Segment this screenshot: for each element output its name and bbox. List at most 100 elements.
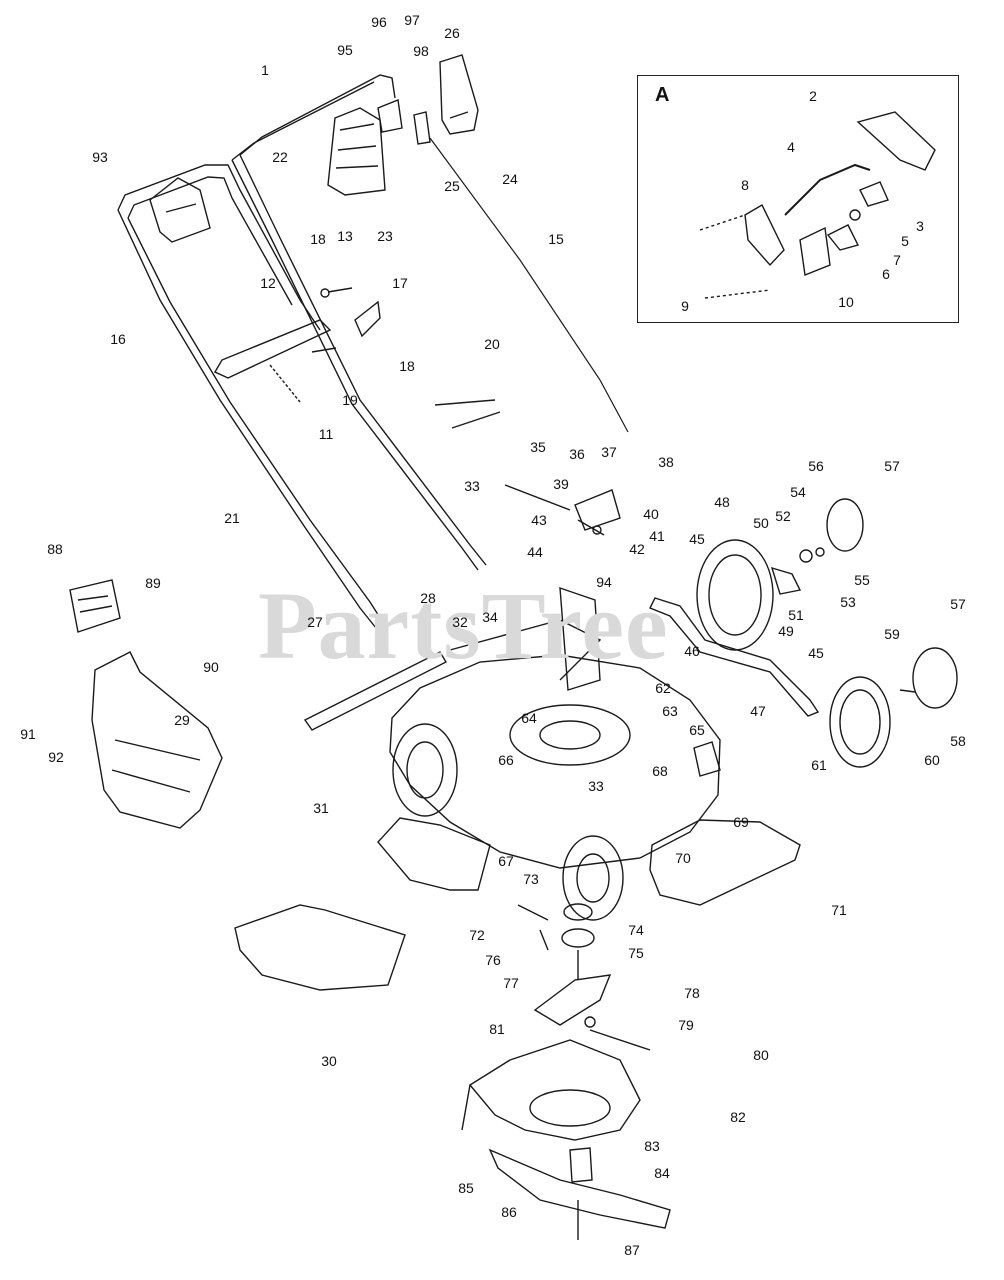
part-label-82: 82	[730, 1109, 746, 1125]
part-label-83: 83	[644, 1138, 660, 1154]
part-label-91: 91	[20, 726, 36, 742]
part-label-85: 85	[458, 1180, 474, 1196]
part-label-4: 4	[787, 139, 795, 155]
part-label-1: 1	[261, 62, 269, 78]
part-label-80: 80	[753, 1047, 769, 1063]
part-label-43: 43	[531, 512, 547, 528]
rear-wheel-left	[392, 723, 458, 817]
part-label-40: 40	[643, 506, 659, 522]
engine-parts	[517, 903, 612, 1028]
part-label-60: 60	[924, 752, 940, 768]
side-skirt	[649, 819, 801, 906]
blade-baffle	[461, 1039, 641, 1141]
part-label-8: 8	[741, 177, 749, 193]
hub-bolt	[899, 689, 916, 693]
part-label-33a: 33	[464, 478, 480, 494]
part-label-15: 15	[548, 231, 564, 247]
part-label-28: 28	[420, 590, 436, 606]
part-label-89: 89	[145, 575, 161, 591]
part-label-16: 16	[110, 331, 126, 347]
part-label-58: 58	[950, 733, 966, 749]
part-label-84: 84	[654, 1165, 670, 1181]
cable-80	[589, 1029, 651, 1051]
part-label-39: 39	[553, 476, 569, 492]
part-label-25: 25	[444, 178, 460, 194]
part-label-57b: 57	[950, 596, 966, 612]
part-label-5: 5	[901, 233, 909, 249]
part-label-30: 30	[321, 1053, 337, 1069]
part-label-42: 42	[629, 541, 645, 557]
part-label-7: 7	[893, 252, 901, 268]
part-label-18a: 18	[310, 231, 326, 247]
part-label-48: 48	[714, 494, 730, 510]
part-label-67: 67	[498, 853, 514, 869]
cable	[429, 137, 629, 433]
part-label-6: 6	[882, 266, 890, 282]
part-label-54: 54	[790, 484, 806, 500]
part-label-31: 31	[313, 800, 329, 816]
throttle-assembly	[504, 484, 621, 536]
mower-deck	[389, 619, 721, 869]
part-label-76: 76	[485, 952, 501, 968]
bolt	[327, 287, 353, 293]
part-label-74: 74	[628, 922, 644, 938]
knob	[354, 300, 381, 338]
bolt-19	[311, 347, 337, 353]
cable-tie-lower	[451, 411, 501, 429]
part-label-34: 34	[482, 609, 498, 625]
part-label-78: 78	[684, 985, 700, 1001]
rear-axle	[303, 651, 447, 731]
part-label-73: 73	[523, 871, 539, 887]
part-label-63: 63	[662, 703, 678, 719]
lower-handle	[117, 164, 385, 629]
part-label-18b: 18	[399, 358, 415, 374]
rear-door	[559, 586, 601, 691]
part-label-53: 53	[840, 594, 856, 610]
part-label-94: 94	[596, 574, 612, 590]
bail-bracket	[439, 54, 479, 135]
blade-adapter	[569, 1147, 593, 1183]
part-label-62: 62	[655, 680, 671, 696]
part-label-37: 37	[601, 444, 617, 460]
part-label-97: 97	[404, 12, 420, 28]
watermark-text: PartsTree	[258, 572, 669, 679]
part-label-2: 2	[809, 88, 817, 104]
clip-part	[413, 111, 431, 145]
part-label-13: 13	[337, 228, 353, 244]
part-label-57a: 57	[884, 458, 900, 474]
part-label-21: 21	[224, 510, 240, 526]
part-label-22: 22	[272, 149, 288, 165]
side-discharge	[377, 817, 491, 891]
part-label-35: 35	[530, 439, 546, 455]
part-label-17: 17	[392, 275, 408, 291]
part-label-19: 19	[342, 392, 358, 408]
part-label-46: 46	[684, 643, 700, 659]
part-label-44: 44	[527, 544, 543, 560]
mulch-plug	[234, 904, 406, 991]
part-label-24: 24	[502, 171, 518, 187]
cable-short	[269, 364, 301, 403]
nut	[320, 288, 330, 298]
part-label-69: 69	[733, 814, 749, 830]
part-label-77: 77	[503, 975, 519, 991]
inset-frame	[637, 75, 959, 323]
part-label-32: 32	[452, 614, 468, 630]
part-label-70: 70	[675, 850, 691, 866]
part-label-56: 56	[808, 458, 824, 474]
part-label-33b: 33	[588, 778, 604, 794]
part-label-95: 95	[337, 42, 353, 58]
rear-wheel-right	[696, 539, 774, 651]
part-label-12: 12	[260, 275, 276, 291]
part-label-50: 50	[753, 515, 769, 531]
part-label-71: 71	[831, 902, 847, 918]
part-label-27: 27	[307, 614, 323, 630]
part-label-49: 49	[778, 623, 794, 639]
front-wheel-right	[829, 676, 891, 768]
part-label-68: 68	[652, 763, 668, 779]
part-label-38: 38	[658, 454, 674, 470]
control-box	[327, 107, 386, 196]
hubcap-lower	[912, 647, 958, 709]
inset-parts	[699, 111, 936, 299]
part-label-11: 11	[318, 426, 334, 442]
